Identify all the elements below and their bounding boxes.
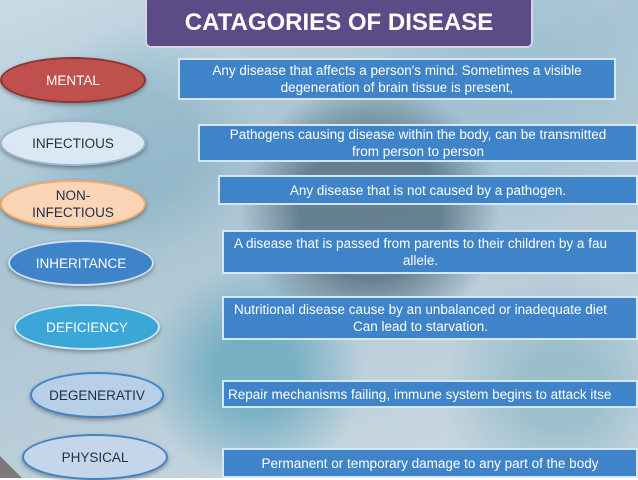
category-label: PHYSICAL <box>61 449 129 465</box>
description-text: Pathogens causing disease within the bod… <box>229 127 607 159</box>
category-infectious: INFECTIOUS <box>0 120 146 166</box>
category-label: INFECTIOUS <box>32 135 114 151</box>
category-label: MENTAL <box>46 72 100 88</box>
category-deficiency: DEFICIENCY <box>14 304 160 350</box>
description-degenerativ: Repair mechanisms failing, immune system… <box>222 380 638 408</box>
category-inheritance: INHERITANCE <box>8 240 154 286</box>
category-degenerativ: DEGENERATIV <box>30 372 164 418</box>
category-label: DEFICIENCY <box>46 319 128 335</box>
category-label: DEGENERATIV <box>49 387 145 403</box>
description-text: Nutritional disease cause by an unbalanc… <box>234 302 608 334</box>
description-text: Permanent or temporary damage to any par… <box>261 455 599 471</box>
category-label: NON- INFECTIOUS <box>32 188 114 220</box>
description-infectious: Pathogens causing disease within the bod… <box>198 124 638 162</box>
page-curl-corner <box>0 456 22 478</box>
description-deficiency: Nutritional disease cause by an unbalanc… <box>222 296 638 340</box>
description-non-infectious: Any disease that is not caused by a path… <box>218 175 638 205</box>
category-mental: MENTAL <box>0 57 146 103</box>
description-inheritance: A disease that is passed from parents to… <box>222 230 638 274</box>
description-text: Any disease that affects a person's mind… <box>212 63 582 95</box>
category-non-infectious: NON- INFECTIOUS <box>0 180 146 228</box>
description-mental: Any disease that affects a person's mind… <box>178 58 616 100</box>
category-physical: PHYSICAL <box>22 434 168 480</box>
description-physical: Permanent or temporary damage to any par… <box>222 448 638 478</box>
description-text: Any disease that is not caused by a path… <box>289 182 567 198</box>
description-text: A disease that is passed from parents to… <box>234 236 607 268</box>
slide-title: CATAGORIES OF DISEASE <box>145 0 533 48</box>
description-text: Repair mechanisms failing, immune system… <box>228 386 612 402</box>
category-label: INHERITANCE <box>35 255 127 271</box>
